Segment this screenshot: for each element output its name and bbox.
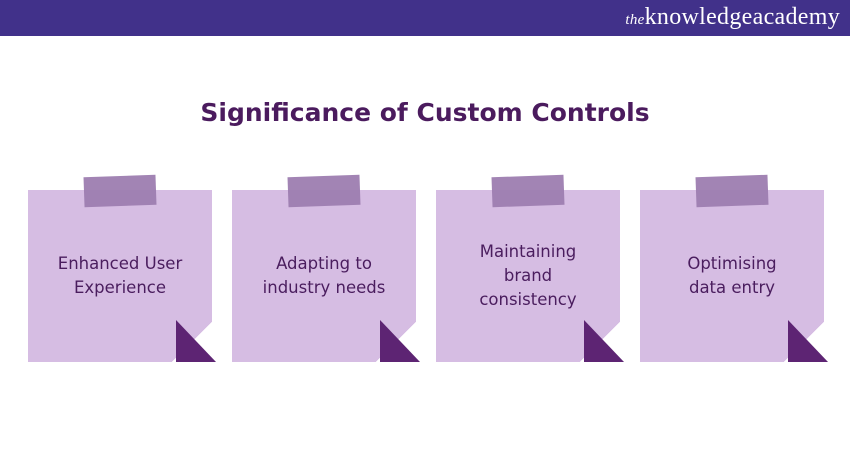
fold-icon <box>176 320 216 362</box>
note-card: Maintaining brand consistency <box>436 174 624 362</box>
note-card: Enhanced User Experience <box>28 174 216 362</box>
note-card: Optimising data entry <box>640 174 828 362</box>
note-label: Optimising data entry <box>687 254 777 297</box>
logo-name: knowledgeacademy <box>644 4 840 30</box>
brand-logo: theknowledgeacademy <box>625 4 840 31</box>
page-title: Significance of Custom Controls <box>200 98 650 127</box>
fold-icon <box>584 320 624 362</box>
fold-icon <box>380 320 420 362</box>
header-bar: theknowledgeacademy <box>0 0 850 36</box>
logo-prefix: the <box>625 12 645 28</box>
note-label: Maintaining brand consistency <box>479 242 577 309</box>
note-label: Adapting to industry needs <box>262 254 386 297</box>
note-label: Enhanced User Experience <box>57 254 183 297</box>
note-card: Adapting to industry needs <box>232 174 420 362</box>
fold-icon <box>788 320 828 362</box>
